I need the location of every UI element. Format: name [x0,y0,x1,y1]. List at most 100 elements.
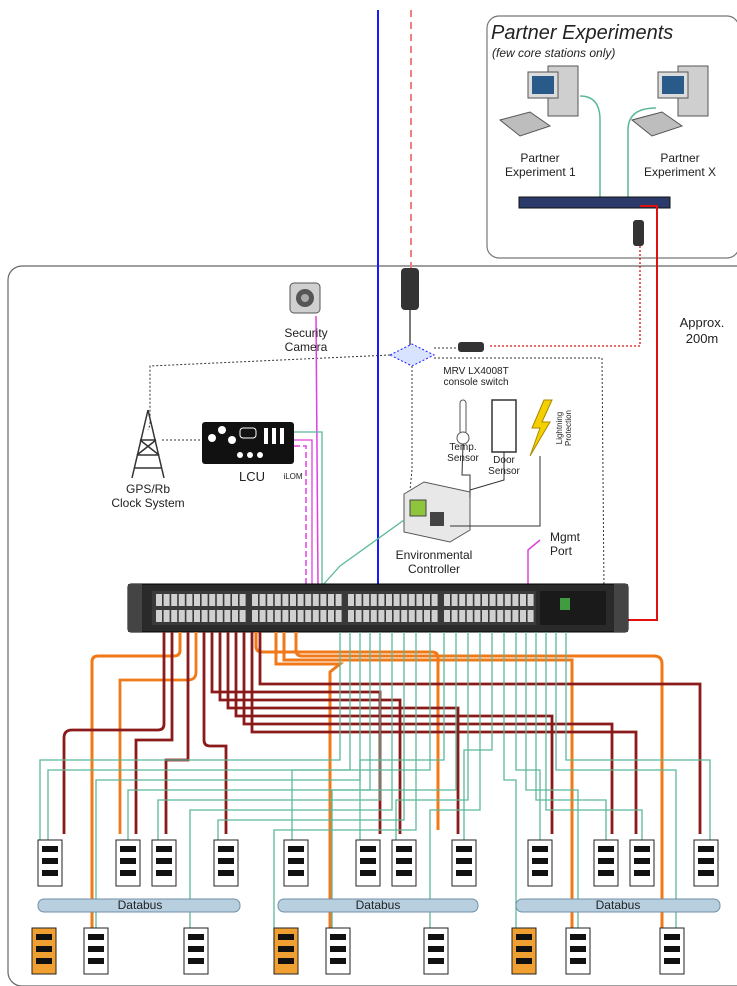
switch-port [482,610,488,622]
lcu-unit-icon [202,422,294,464]
board-chip [598,846,614,852]
switch-port [290,594,296,606]
board-chip [396,870,412,876]
board-chip [88,958,104,964]
door-sensor-icon [491,399,517,453]
switch-port [416,594,423,606]
board-chip [532,858,548,864]
board-chip [664,946,680,952]
red-dotted-link [490,246,641,347]
switch-port [424,610,430,622]
board-chip [330,934,346,940]
switch-port [224,594,231,606]
board-chip [188,958,204,964]
board-chip [698,858,714,864]
board-chip [456,870,472,876]
switch-port [363,610,370,622]
partner-switch-icon [518,196,671,209]
switch-port [459,594,466,606]
switch-port [274,610,281,622]
board-chip [42,846,58,852]
switch-port [171,610,178,622]
board-chip [278,946,294,952]
switch-port [201,594,208,606]
switch-port [527,610,534,622]
switch-port [312,610,319,622]
partner-computer-x-icon [630,65,709,137]
switch-port [239,594,246,606]
switch-port [393,610,400,622]
switch-port [282,610,289,622]
board-chip [188,946,204,952]
switch-port [186,594,193,606]
board-chip [36,946,52,952]
switch-port [259,610,266,622]
switch-port [335,610,342,622]
board-chip [288,870,304,876]
switch-port [201,610,208,622]
board-chip [516,958,532,964]
switch-port [171,594,178,606]
board-chip [570,958,586,964]
switch-port [466,594,473,606]
switch-port [459,610,466,622]
board-chip [278,934,294,940]
temperature-sensor-icon [456,399,470,445]
switch-port [348,594,354,606]
databus-label-1: Databus [117,898,163,912]
switch-port [497,594,504,606]
board-chip [516,946,532,952]
switch-port [194,610,200,622]
switch-port [451,610,458,622]
switch-port [378,610,385,622]
switch-port [282,594,289,606]
switch-port [312,594,319,606]
board-chip [360,846,376,852]
board-chip [570,934,586,940]
switch-port [444,610,450,622]
distance-label: Approx.200m [679,315,725,346]
switch-port [520,594,526,606]
switch-port [363,594,370,606]
switch-port [239,610,246,622]
switch-port [216,610,223,622]
switch-port [408,594,415,606]
board-chip [156,870,172,876]
board-chip [598,870,614,876]
board-chip [428,934,444,940]
switch-port [274,594,281,606]
switch-port [370,610,377,622]
switch-port [520,610,526,622]
red-fibre-line [600,205,658,621]
ilom-label: iLOM [283,472,303,481]
board-chip [120,870,136,876]
board-chip [188,934,204,940]
switch-port [178,594,185,606]
switch-port [482,594,488,606]
console-switch-icon [388,343,436,367]
switch-port [424,594,430,606]
board-chip [218,858,234,864]
switch-port [489,594,496,606]
board-chip [42,870,58,876]
partner-transceiver-icon [633,220,644,246]
switch-port [216,594,223,606]
switch-port [209,610,216,622]
switch-port [252,594,258,606]
switch-port [186,610,193,622]
switch-port [156,610,162,622]
switch-port [224,610,231,622]
switch-port [431,610,438,622]
switch-port [290,610,296,622]
switch-port [267,610,274,622]
security-camera-icon [289,282,321,314]
board-chip [532,846,548,852]
board-chip [218,846,234,852]
board-chip [634,870,650,876]
board-chip [456,858,472,864]
